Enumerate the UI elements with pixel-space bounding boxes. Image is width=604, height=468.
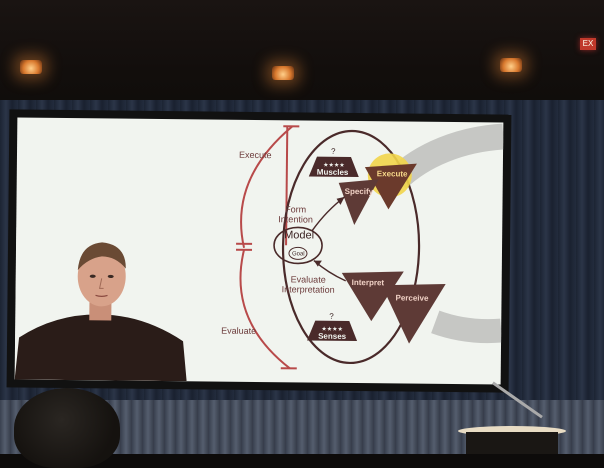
muscles-question: ? [331, 147, 336, 157]
ceiling-light-left [20, 60, 42, 74]
bracket-line-upper [286, 126, 287, 245]
gray-ring [397, 135, 503, 180]
execute-label: Execute [377, 169, 408, 179]
specify-triangle [338, 179, 378, 225]
senses-question: ? [329, 312, 334, 322]
ceiling-light-center [272, 66, 294, 80]
audience-head-silhouette [14, 388, 120, 468]
exit-sign: EX [580, 38, 596, 50]
perceive-triangle [381, 283, 446, 344]
interpret-label: Interpret [352, 278, 385, 288]
goal-label: Goal [292, 249, 305, 259]
podium-body [466, 432, 558, 454]
projected-slide: ★★★★ ★★★★ Execute Evaluate Form Intentio… [15, 117, 504, 384]
ceiling-light-right [500, 58, 522, 72]
gray-ring-lower [435, 322, 501, 331]
podium [458, 426, 566, 454]
speaker-video [15, 227, 189, 381]
perceive-label: Perceive [395, 293, 428, 303]
muscles-label: Muscles [317, 168, 349, 178]
evaluate-interpretation-label: Evaluate Interpretation [282, 274, 335, 295]
senses-label: Senses [318, 332, 346, 342]
specify-label: Specify [345, 187, 374, 197]
evaluate-side-label: Evaluate [221, 326, 256, 336]
form-intention-label: Form Intention [278, 204, 313, 224]
arrowhead-specify [336, 197, 344, 205]
model-label: Model [284, 230, 314, 240]
execute-side-label: Execute [239, 150, 272, 160]
